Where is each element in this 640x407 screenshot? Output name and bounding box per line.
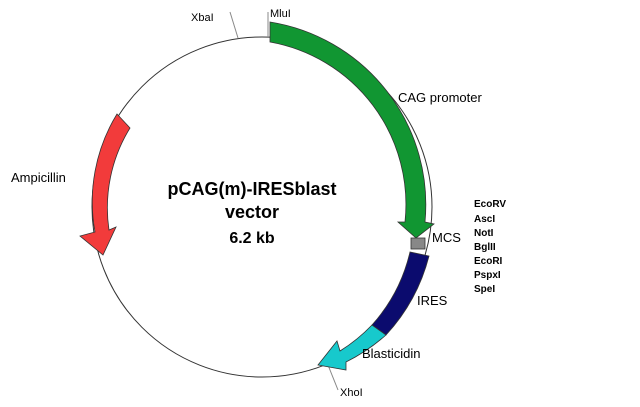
feature-label-ires: IRES	[417, 293, 448, 308]
mcs-site-noti: NotI	[474, 228, 494, 239]
site-label-mlui: MluI	[270, 8, 291, 20]
plasmid-size: 6.2 kb	[229, 230, 275, 247]
feature-label-cag: CAG promoter	[398, 90, 482, 105]
mcs-site-spei: SpeI	[474, 284, 495, 295]
feature-label-ampicillin: Ampicillin	[11, 170, 66, 185]
feature-label-mcs: MCS	[432, 230, 461, 245]
cag-promoter-arrow	[269, 21, 435, 239]
feature-label-blasticidin: Blasticidin	[362, 346, 421, 361]
mcs-site-list: EcoRV AscI NotI BglII EcoRI PspxI SpeI	[474, 199, 506, 295]
ampicillin-arrow	[79, 113, 131, 256]
site-label-xbai: XbaI	[191, 12, 214, 24]
mcs-box	[410, 237, 426, 250]
plasmid-name-line1: pCAG(m)-IRESblast	[167, 179, 336, 199]
blasticidin-arrow	[317, 324, 387, 371]
plasmid-name-line2: vector	[225, 202, 279, 222]
mcs-site-pspxi: PspxI	[474, 270, 501, 281]
mcs-site-asci: AscI	[474, 214, 495, 225]
site-label-xhoi: XhoI	[340, 387, 363, 399]
mcs-site-ecori: EcoRI	[474, 256, 503, 267]
mcs-site-ecorv: EcoRV	[474, 199, 506, 210]
mcs-site-bglii: BglII	[474, 242, 496, 253]
xbai-site-tick	[229, 11, 239, 39]
xhoi-site-tick	[327, 364, 339, 391]
